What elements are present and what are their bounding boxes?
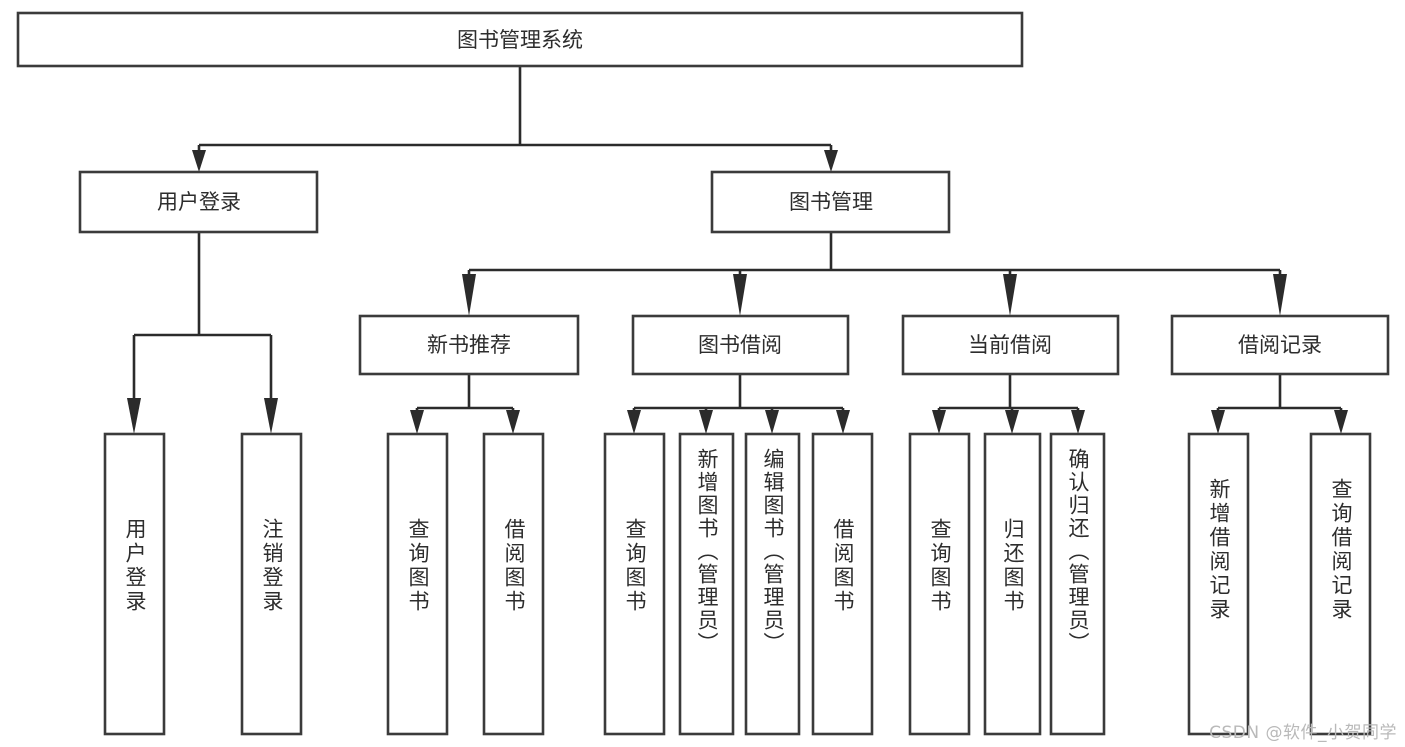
node-leaf-borrow-book-recommend-box[interactable] <box>482 432 545 736</box>
arrow-head-leaf-borrow-book-recommend <box>506 410 520 434</box>
node-leaf-query-book-current-box[interactable] <box>908 432 971 736</box>
node-leaf-add-borrow-record-box[interactable] <box>1187 432 1250 736</box>
arrow-head-book-borrow <box>733 274 747 316</box>
edge-group-root <box>192 66 838 172</box>
node-book-borrow-box[interactable] <box>631 314 850 376</box>
edge-group-user-login <box>127 232 278 434</box>
node-new-book-recommend-box[interactable] <box>358 314 580 376</box>
node-leaf-return-book-box[interactable] <box>983 432 1042 736</box>
node-leaf-add-book-admin-box[interactable] <box>678 432 735 736</box>
leaf-node-boxes <box>103 432 1372 736</box>
arrow-head-leaf-query-book-current <box>932 410 946 434</box>
edge-group-current-borrow <box>932 374 1085 434</box>
node-leaf-user-login-box[interactable] <box>103 432 166 736</box>
node-book-borrow-label: 图书借阅 <box>698 333 782 357</box>
edge-group-new-book-recommend <box>410 374 520 434</box>
node-root[interactable]: 图书管理系统 <box>16 11 1024 68</box>
arrow-head-leaf-confirm-return-admin <box>1071 410 1085 434</box>
arrow-head-user-login <box>192 150 206 172</box>
arrow-head-leaf-query-book-recommend <box>410 410 424 434</box>
node-current-borrow-box[interactable] <box>901 314 1120 376</box>
arrow-head-new-book-recommend <box>462 274 476 316</box>
node-book-manage-label: 图书管理 <box>789 190 873 214</box>
arrow-head-book-manage <box>824 150 838 172</box>
node-user-login[interactable]: 用户登录 <box>78 170 319 234</box>
node-leaf-query-book-borrow-box[interactable] <box>603 432 666 736</box>
node-borrow-record-box[interactable] <box>1170 314 1390 376</box>
arrow-head-current-borrow <box>1003 274 1017 316</box>
node-leaf-logout-login-box[interactable] <box>240 432 303 736</box>
node-current-borrow[interactable]: 当前借阅 <box>901 314 1120 376</box>
arrow-head-leaf-add-borrow-record <box>1211 410 1225 434</box>
node-new-book-recommend[interactable]: 新书推荐 <box>358 314 580 376</box>
arrow-head-leaf-edit-book-admin <box>765 410 779 434</box>
node-borrow-record-label: 借阅记录 <box>1238 333 1322 357</box>
node-leaf-edit-book-admin-box[interactable] <box>744 432 801 736</box>
arrow-head-leaf-user-login <box>127 398 141 434</box>
node-book-borrow[interactable]: 图书借阅 <box>631 314 850 376</box>
node-user-login-label: 用户登录 <box>157 190 241 214</box>
node-current-borrow-label: 当前借阅 <box>968 333 1052 357</box>
arrow-head-leaf-logout-login <box>264 398 278 434</box>
node-user-login-box[interactable] <box>78 170 319 234</box>
edge-group-borrow-record <box>1211 374 1348 434</box>
arrow-head-borrow-record <box>1273 274 1287 316</box>
arrow-head-leaf-return-book <box>1005 410 1019 434</box>
arrow-head-leaf-query-book-borrow <box>627 410 641 434</box>
arrow-head-leaf-add-book-admin <box>699 410 713 434</box>
node-book-manage-box[interactable] <box>710 170 951 234</box>
node-root-label: 图书管理系统 <box>457 28 583 52</box>
node-borrow-record[interactable]: 借阅记录 <box>1170 314 1390 376</box>
node-leaf-query-book-recommend-box[interactable] <box>386 432 449 736</box>
node-leaf-borrow-book-box[interactable] <box>811 432 874 736</box>
node-book-manage[interactable]: 图书管理 <box>710 170 951 234</box>
csdn-watermark: CSDN @软件_小贺同学 <box>1209 723 1397 743</box>
edge-group-book-borrow <box>627 374 850 434</box>
node-root-box[interactable] <box>16 11 1024 68</box>
edge-group-book-manage <box>462 232 1287 316</box>
node-new-book-recommend-label: 新书推荐 <box>427 333 511 357</box>
node-leaf-confirm-return-admin-box[interactable] <box>1049 432 1106 736</box>
node-leaf-query-borrow-record-box[interactable] <box>1309 432 1372 736</box>
arrow-head-leaf-query-borrow-record <box>1334 410 1348 434</box>
arrow-head-leaf-borrow-book <box>836 410 850 434</box>
